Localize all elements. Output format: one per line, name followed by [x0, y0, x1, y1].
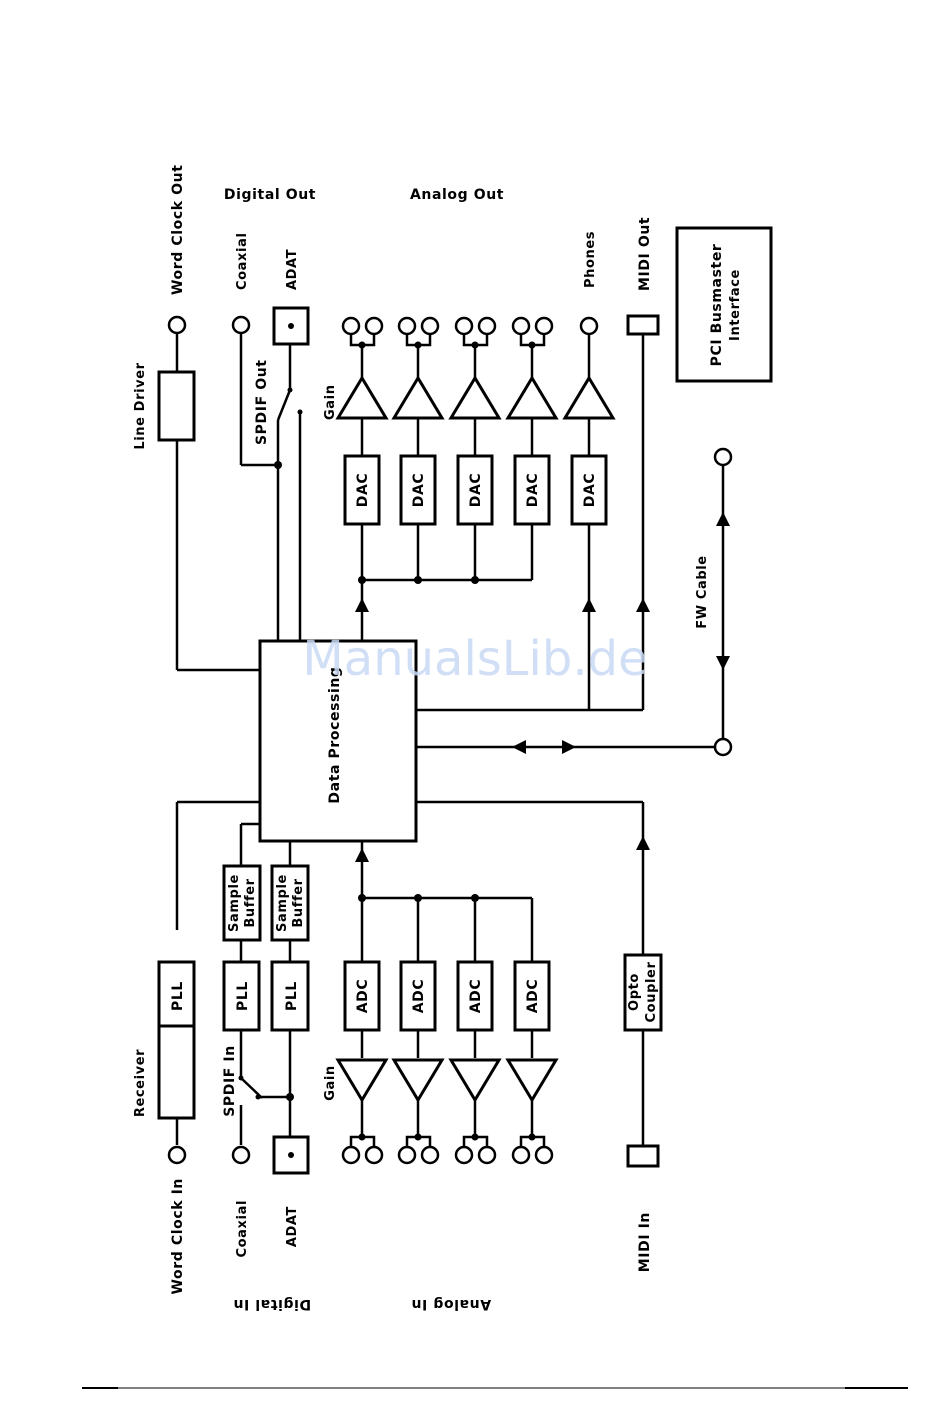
- label-buffer-2: Buffer: [291, 878, 306, 927]
- label-midi-in: MIDI In: [637, 1212, 653, 1272]
- label-pll-2: PLL: [235, 981, 251, 1011]
- dac-box-1: [343, 454, 381, 526]
- gain-triangles: [335, 375, 616, 1103]
- label-pci-interface: Interface: [728, 269, 743, 341]
- junction-dots: [238, 341, 536, 1141]
- label-adat-in: ADAT: [285, 1206, 300, 1247]
- adc-box-3: [456, 960, 494, 1032]
- arrows: [355, 512, 730, 862]
- label-word-clock-in: Word Clock In: [170, 1178, 186, 1295]
- label-dac-4: DAC: [525, 473, 541, 508]
- label-midi-out: MIDI Out: [637, 217, 653, 291]
- label-pll-3: PLL: [284, 981, 300, 1011]
- wires: [175, 334, 725, 1147]
- sample-buffer-box-2: [270, 864, 310, 942]
- dac-box-5: [570, 454, 608, 526]
- label-spdif-out: SPDIF Out: [254, 359, 270, 445]
- label-line-driver: Line Driver: [133, 362, 148, 449]
- fw-top-jack: [713, 447, 733, 467]
- label-sample-1: Sample: [227, 874, 242, 932]
- line-driver-box: [157, 370, 196, 442]
- label-pci: PCI Busmaster: [709, 244, 725, 367]
- dac-box-4: [513, 454, 551, 526]
- data-processing-box: [258, 639, 418, 843]
- phones-jack: [579, 316, 599, 336]
- adc-box-4: [513, 960, 551, 1032]
- watermark: ManualsLib.de: [302, 631, 647, 687]
- label-coaxial-out: Coaxial: [235, 232, 250, 290]
- label-dac-5: DAC: [582, 473, 598, 508]
- midi-out-port: [626, 314, 660, 336]
- connectors: [167, 306, 733, 1175]
- label-coupler: Coupler: [644, 962, 659, 1023]
- label-analog-in: Analog In: [411, 1296, 491, 1312]
- coaxial-out-jack: [231, 315, 251, 335]
- adc-box-1: [343, 960, 381, 1032]
- label-receiver: Receiver: [133, 1049, 148, 1117]
- sample-buffer-box-1: [222, 864, 262, 942]
- label-buffer-1: Buffer: [243, 878, 258, 927]
- dac-box-2: [399, 454, 437, 526]
- label-dac-1: DAC: [355, 473, 371, 508]
- label-adc-1: ADC: [355, 979, 371, 1014]
- label-phones: Phones: [583, 231, 598, 288]
- label-sample-2: Sample: [275, 874, 290, 932]
- label-analog-out: Analog Out: [410, 187, 504, 203]
- opto-coupler-box: [623, 953, 663, 1032]
- midi-in-port: [626, 1144, 660, 1168]
- pll-box-2: [222, 960, 261, 1032]
- label-digital-in: Digital In: [233, 1296, 311, 1312]
- fw-bottom-jack: [713, 737, 733, 757]
- labels: Word Clock Out Digital Out Analog Out Co…: [133, 165, 743, 1313]
- label-adc-2: ADC: [411, 979, 427, 1014]
- word-clock-out-jack: [167, 315, 187, 335]
- label-spdif-in: SPDIF In: [222, 1045, 238, 1117]
- pll-box-1: [157, 960, 196, 1032]
- boxes: [157, 226, 773, 1120]
- label-adc-3: ADC: [468, 979, 484, 1014]
- label-dac-2: DAC: [411, 473, 427, 508]
- label-data-processing: Data Processing: [327, 666, 343, 803]
- label-gain-in: Gain: [323, 1065, 338, 1101]
- label-word-clock-out: Word Clock Out: [170, 165, 186, 296]
- label-adc-4: ADC: [525, 979, 541, 1014]
- label-opto: Opto: [627, 973, 642, 1011]
- dac-box-3: [456, 454, 494, 526]
- word-clock-in-jack: [167, 1145, 187, 1165]
- adc-box-2: [399, 960, 437, 1032]
- label-adat-out: ADAT: [285, 249, 300, 290]
- receiver-box: [157, 1024, 196, 1120]
- label-fw-cable: FW Cable: [695, 555, 710, 628]
- pci-interface-box: [675, 226, 773, 383]
- label-gain-out: Gain: [323, 384, 338, 420]
- label-digital-out: Digital Out: [224, 187, 316, 203]
- label-dac-3: DAC: [468, 473, 484, 508]
- coaxial-in-jack: [231, 1145, 251, 1165]
- label-pll-1: PLL: [170, 981, 186, 1011]
- label-coaxial-in: Coaxial: [235, 1200, 250, 1258]
- pll-box-3: [270, 960, 310, 1032]
